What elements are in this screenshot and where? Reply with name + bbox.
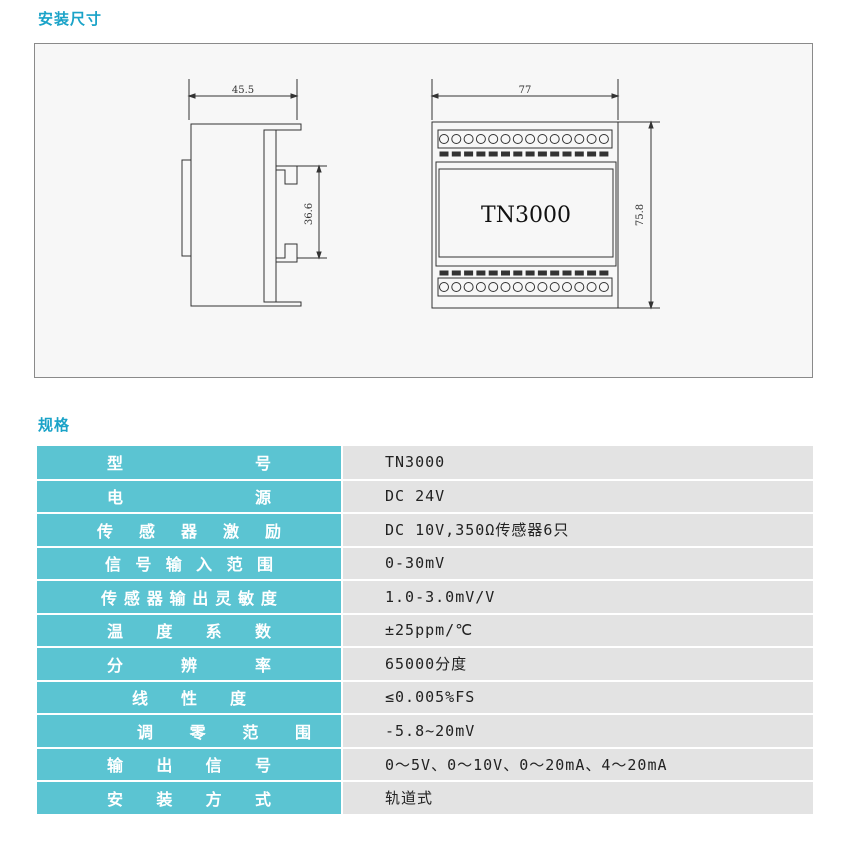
side-view	[181, 79, 327, 307]
spec-label: 调零范围	[137, 722, 311, 742]
spec-label-cell: 信号输入范围	[37, 546, 343, 581]
spec-value: ≤0.005%FS	[342, 680, 813, 715]
spec-row: 传感器输出灵敏度 1.0-3.0mV/V	[37, 580, 813, 615]
front-view	[430, 79, 660, 310]
spec-row: 电源 DC 24V	[37, 479, 813, 514]
spec-value: 0～5V、0～10V、0～20mA、4～20mA	[342, 747, 813, 782]
spec-title: 规格	[38, 416, 71, 434]
dim-side-width: 45.5	[232, 85, 254, 96]
spec-label-cell: 调零范围	[37, 714, 343, 749]
dimension-drawing-svg: 45.5 36.6 77 75.8 TN3000	[181, 79, 660, 310]
spec-value: -5.8~20mV	[342, 714, 813, 749]
dim-front-height: 75.8	[635, 204, 646, 226]
spec-label-cell: 线性度	[37, 680, 343, 715]
install-size-title: 安装尺寸	[38, 10, 103, 28]
spec-row: 安装方式 轨道式	[37, 781, 813, 816]
spec-value: 轨道式	[342, 781, 813, 816]
spec-label: 安装方式	[107, 789, 271, 809]
spec-row: 分辨率 65000分度	[37, 647, 813, 682]
spec-row: 传感器激励 DC 10V,350Ω传感器6只	[37, 513, 813, 548]
spec-label-cell: 电源	[37, 479, 343, 514]
spec-label-cell: 安装方式	[37, 781, 343, 816]
spec-value: DC 10V,350Ω传感器6只	[342, 513, 813, 548]
terminal-blocks	[439, 134, 609, 292]
spec-label-cell: 传感器激励	[37, 513, 343, 548]
spec-row: 信号输入范围 0-30mV	[37, 546, 813, 581]
spec-label-cell: 传感器输出灵敏度	[37, 580, 343, 615]
spec-row: 型号 TN3000	[37, 446, 813, 481]
spec-label: 型号	[107, 454, 271, 474]
spec-value: 1.0-3.0mV/V	[342, 580, 813, 615]
dimension-drawing: 45.5 36.6 77 75.8 TN3000	[34, 43, 813, 378]
spec-label: 信号输入范围	[105, 555, 273, 575]
dim-front-width: 77	[519, 85, 532, 96]
model-label: TN3000	[481, 203, 571, 228]
spec-label: 传感器输出灵敏度	[101, 588, 277, 608]
dim-side-height: 36.6	[304, 203, 315, 225]
spec-value: ±25ppm/℃	[342, 613, 813, 648]
spec-value: 65000分度	[342, 647, 813, 682]
spec-row: 线性度 ≤0.005%FS	[37, 680, 813, 715]
spec-label-cell: 温度系数	[37, 613, 343, 648]
spec-value: TN3000	[342, 446, 813, 481]
spec-label-cell: 分辨率	[37, 647, 343, 682]
spec-label: 线性度	[132, 689, 246, 709]
spec-label: 分辨率	[107, 655, 271, 675]
spec-row: 输出信号 0～5V、0～10V、0～20mA、4～20mA	[37, 747, 813, 782]
spec-row: 温度系数 ±25ppm/℃	[37, 613, 813, 648]
spec-label: 输出信号	[107, 756, 271, 776]
spec-label: 传感器激励	[97, 521, 281, 541]
spec-label-cell: 型号	[37, 446, 343, 481]
spec-label-cell: 输出信号	[37, 747, 343, 782]
spec-label: 温度系数	[107, 622, 271, 642]
spec-label: 电源	[107, 488, 271, 508]
spec-value: 0-30mV	[342, 546, 813, 581]
spec-value: DC 24V	[342, 479, 813, 514]
spec-row: 调零范围 -5.8~20mV	[37, 714, 813, 749]
